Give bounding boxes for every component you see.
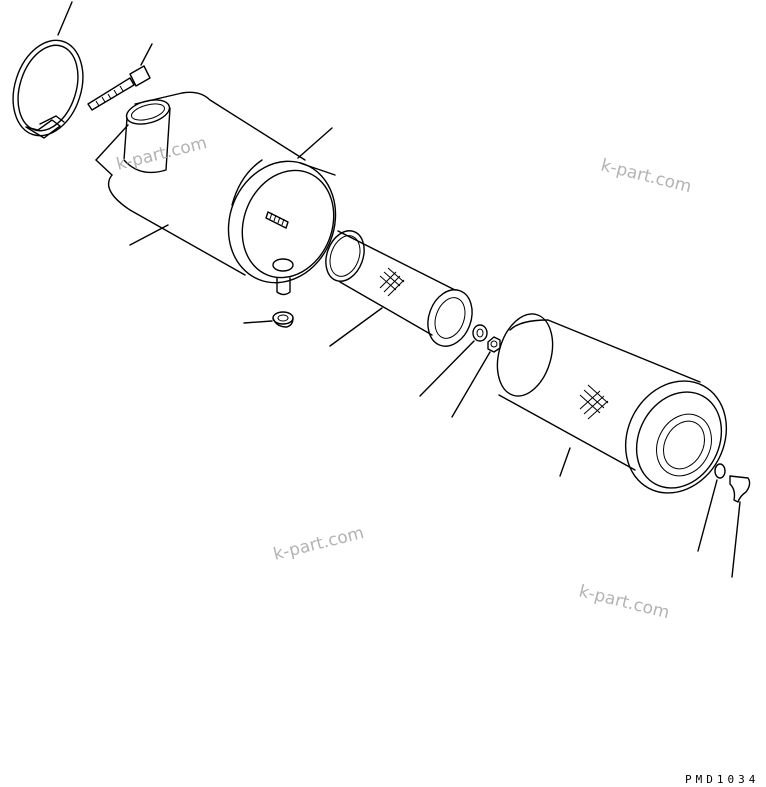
evacuator-valve [243, 311, 294, 328]
outer-filter-element [496, 313, 728, 494]
watermark: k-part.com [271, 523, 366, 565]
air-cleaner-housing [95, 91, 337, 296]
hose-clamp [12, 1, 84, 139]
washer [419, 324, 488, 397]
bolt [87, 43, 153, 111]
inner-filter-element [325, 230, 473, 347]
small-washer [697, 463, 726, 552]
nut [451, 336, 501, 418]
watermark: k-part.com [599, 155, 694, 197]
wing-nut [729, 475, 751, 578]
watermark: k-part.com [577, 581, 672, 623]
drawing-code: PMD1034 [685, 773, 759, 786]
watermark: k-part.com [114, 133, 209, 175]
